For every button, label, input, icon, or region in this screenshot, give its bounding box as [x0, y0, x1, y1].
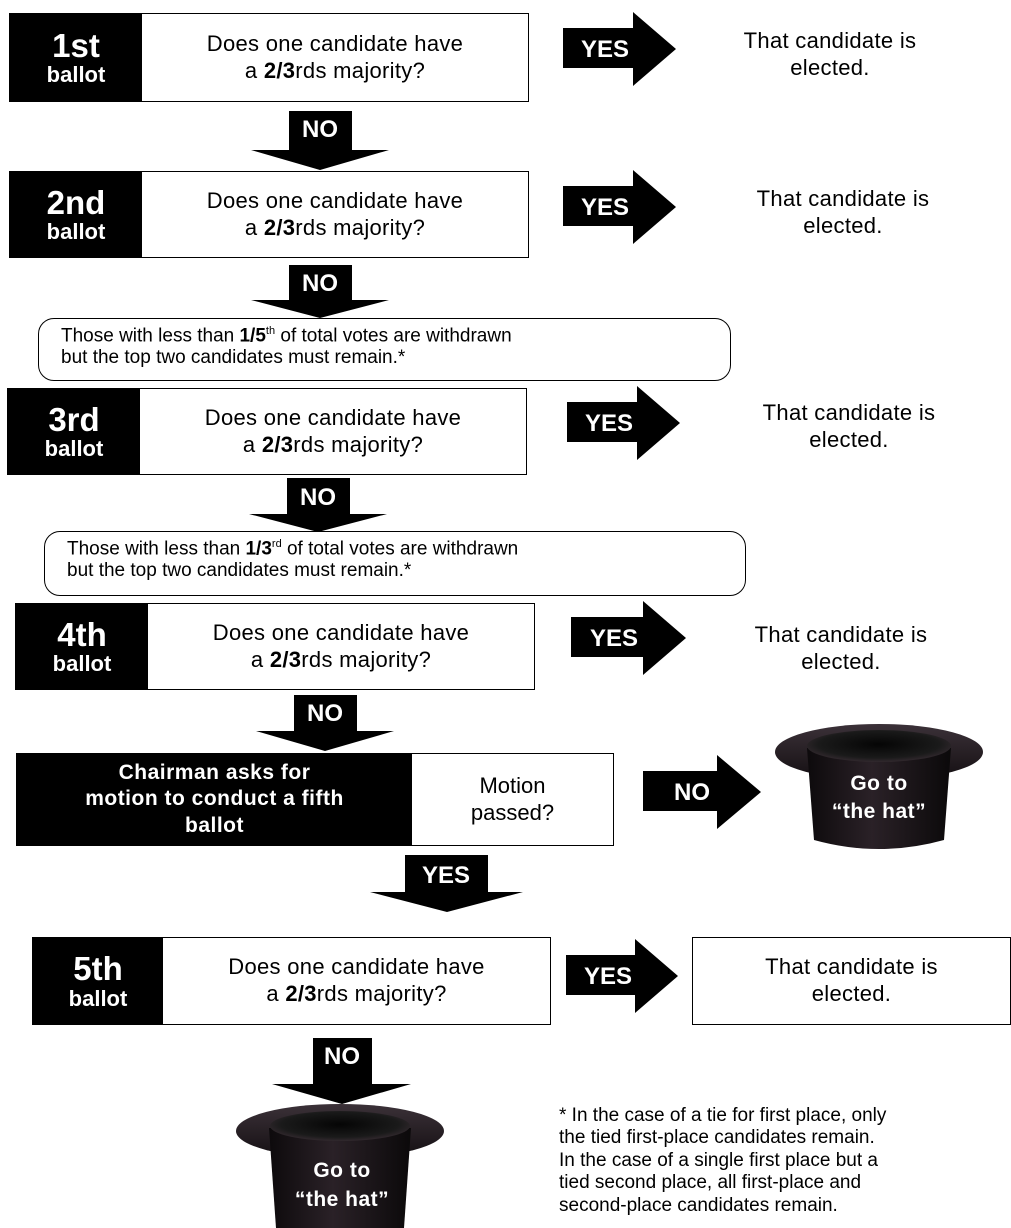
ballot-2-question: Does one candidate have a 2/3rds majorit…	[142, 172, 528, 257]
question-line2: a 2/3rds majority?	[244, 214, 426, 240]
yes-arrow-3: YES	[567, 386, 680, 460]
ballot-word: ballot	[44, 436, 104, 462]
question-line2: a 2/3rds majority?	[244, 57, 426, 83]
no-arrow-down-3-label: NO	[300, 484, 336, 511]
no-arrow-down-4: NO	[256, 695, 394, 751]
ballot-4-outcome: That candidate is elected.	[754, 622, 928, 674]
question-line2: a 2/3rds majority?	[266, 981, 447, 1006]
hat-2-line2: “the hat”	[295, 1188, 389, 1211]
question-line1: Does one candidate have	[204, 404, 462, 430]
note-1-line2: but the top two candidates must remain.*	[61, 347, 406, 369]
ballot-word: ballot	[46, 62, 106, 88]
ballot-1-question: Does one candidate have a 2/3rds majorit…	[142, 14, 528, 101]
ballot-5-box: 5th ballot Does one candidate have a 2/3…	[32, 937, 551, 1025]
yes-arrow-3-label: YES	[585, 410, 633, 437]
chairman-motion-box: Chairman asks for motion to conduct a fi…	[16, 753, 614, 846]
question-line2: a 2/3rds majority?	[250, 646, 432, 672]
ballot-3-label: 3rd ballot	[8, 389, 140, 474]
note-2-line1: Those with less than 1/3rd of total vote…	[67, 538, 519, 560]
top-hat-icon: Go to “the hat”	[775, 724, 983, 849]
ballot-3-box: 3rd ballot Does one candidate have a 2/3…	[7, 388, 527, 475]
ballot-word: ballot	[68, 985, 128, 1011]
question-line1: Does one candidate have	[206, 187, 464, 213]
no-arrow-down-5: NO	[272, 1038, 411, 1104]
question-line1: Does one candidate have	[212, 619, 470, 645]
yes-arrow-down: YES	[370, 855, 523, 912]
yes-arrow-2: YES	[563, 170, 676, 244]
no-arrow-down-2: NO	[251, 265, 389, 318]
ballot-word: ballot	[46, 219, 106, 245]
no-arrow-to-hat: NO	[643, 755, 761, 829]
no-arrow-down-1-label: NO	[302, 116, 338, 143]
hat-2-line1: Go to	[313, 1159, 370, 1182]
ballot-2-outcome: That candidate is elected.	[756, 186, 930, 238]
yes-arrow-1-label: YES	[581, 36, 629, 63]
tie-footnote: * In the case of a tie for first place, …	[559, 1105, 887, 1216]
hat-1-line1: Go to	[850, 772, 907, 795]
no-arrow-down-4-label: NO	[307, 700, 343, 727]
ballot-number: 4th	[57, 615, 107, 653]
ballot-2-box: 2nd ballot Does one candidate have a 2/3…	[9, 171, 529, 258]
no-arrow-down-5-label: NO	[324, 1043, 360, 1070]
ballot-1-label: 1st ballot	[10, 14, 142, 101]
motion-passed-question: Motion passed?	[470, 772, 555, 825]
note-1-line1: Those with less than 1/5th of total vote…	[61, 325, 512, 347]
withdrawal-note-1: Those with less than 1/5th of total vote…	[38, 318, 731, 381]
hat-1-line2: “the hat”	[832, 800, 926, 823]
no-arrow-down-3: NO	[249, 478, 387, 532]
ballot-2-label: 2nd ballot	[10, 172, 142, 257]
question-line2: a 2/3rds majority?	[242, 431, 424, 457]
top-hat-icon: Go to “the hat”	[236, 1104, 444, 1228]
ballot-number: 1st	[52, 26, 100, 64]
ballot-5-question: Does one candidate have a 2/3rds majorit…	[163, 938, 550, 1024]
ballot-number: 3rd	[48, 400, 100, 438]
ballot-3-question: Does one candidate have a 2/3rds majorit…	[140, 389, 526, 474]
no-arrow-down-2-label: NO	[302, 270, 338, 297]
ballot-5-label: 5th ballot	[33, 938, 163, 1024]
ballot-number: 5th	[73, 950, 123, 988]
ballot-5-outcome: That candidate is elected.	[692, 937, 1011, 1025]
ballot-4-label: 4th ballot	[16, 604, 148, 689]
question-line1: Does one candidate have	[228, 954, 485, 980]
chairman-label: Chairman asks for motion to conduct a fi…	[17, 754, 412, 845]
ballot-3-outcome: That candidate is elected.	[762, 400, 936, 452]
ballot-4-question: Does one candidate have a 2/3rds majorit…	[148, 604, 534, 689]
note-2-line2: but the top two candidates must remain.*	[67, 560, 412, 582]
no-arrow-to-hat-label: NO	[674, 779, 710, 806]
no-arrow-down-1: NO	[251, 111, 389, 170]
yes-arrow-1: YES	[563, 12, 676, 86]
ballot-1-outcome: That candidate is elected.	[743, 28, 917, 80]
yes-arrow-4-label: YES	[590, 625, 638, 652]
ballot-4-box: 4th ballot Does one candidate have a 2/3…	[15, 603, 535, 690]
question-line1: Does one candidate have	[206, 30, 464, 56]
yes-arrow-5: YES	[566, 939, 678, 1013]
ballot-word: ballot	[52, 651, 112, 677]
ballot-1-box: 1st ballot Does one candidate have a 2/3…	[9, 13, 529, 102]
yes-arrow-down-label: YES	[422, 862, 470, 889]
yes-arrow-5-label: YES	[584, 963, 632, 990]
ballot-number: 2nd	[46, 183, 106, 221]
withdrawal-note-2: Those with less than 1/3rd of total vote…	[44, 531, 746, 596]
yes-arrow-2-label: YES	[581, 194, 629, 221]
yes-arrow-4: YES	[571, 601, 686, 675]
